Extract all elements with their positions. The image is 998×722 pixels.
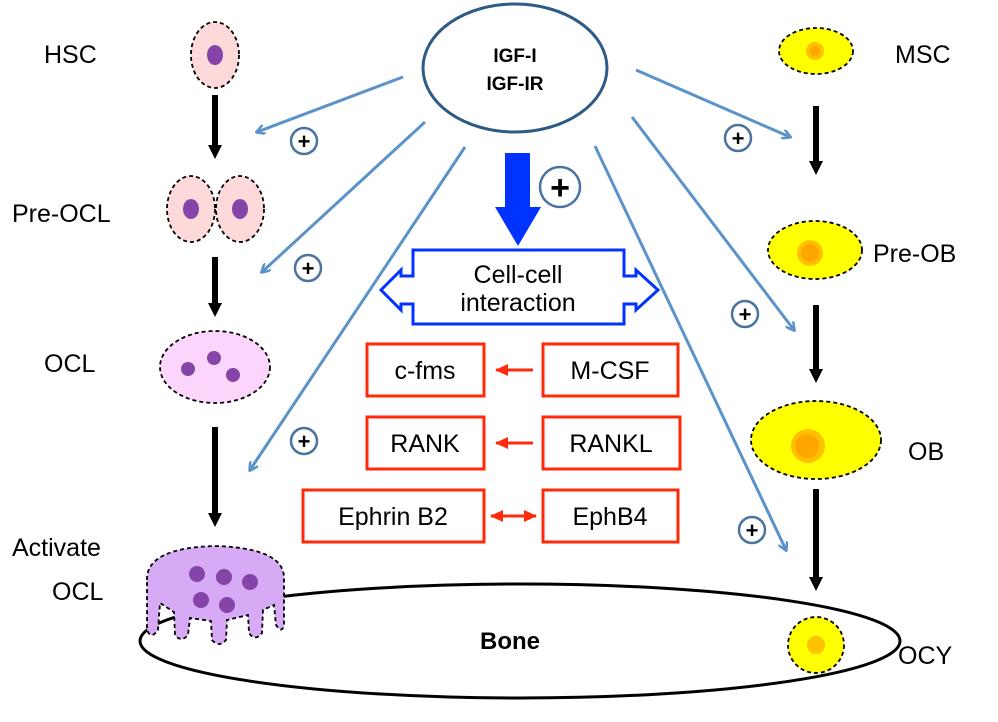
- hsc-label: HSC: [44, 41, 97, 69]
- msc-cell: [778, 27, 854, 75]
- igf-ir-label: IGF-IR: [487, 74, 544, 95]
- activated-ocl-cell: [146, 545, 285, 645]
- ocy-cell: [787, 616, 845, 674]
- receptor-cfms-label: c-fms: [394, 357, 455, 385]
- effect-arrow-to-msc-step: [635, 68, 790, 137]
- receptor-rank-label: RANK: [390, 430, 460, 458]
- bone-shape: [138, 582, 902, 700]
- receptor-box-cfms: [365, 342, 486, 398]
- effect-arrow-to-hsc-step: [257, 75, 404, 132]
- svg-text:+: +: [550, 169, 570, 207]
- plus-badge: +: [723, 123, 753, 153]
- igf-node: [421, 2, 609, 134]
- effect-arrow-to-preob-step: [630, 116, 794, 330]
- svg-text:+: +: [298, 129, 311, 154]
- plus-badge: +: [737, 515, 767, 545]
- ligand-box-mcsf: [541, 342, 680, 398]
- ocl-label: OCL: [44, 350, 96, 378]
- plus-badge: +: [293, 253, 323, 283]
- ocy-label: OCY: [898, 642, 953, 670]
- svg-text:+: +: [302, 256, 315, 281]
- preob-label: Pre-OB: [873, 240, 956, 268]
- activated-ocl-label-line2: OCL: [52, 578, 104, 606]
- receptor-box-rank: [365, 415, 486, 471]
- igf-to-interaction-arrow: [495, 153, 541, 246]
- svg-text:+: +: [298, 429, 311, 454]
- msc-label: MSC: [895, 41, 951, 69]
- ligand-rankl-label: RANKL: [569, 430, 652, 458]
- preob-cell: [767, 220, 863, 280]
- plus-badge: +: [289, 426, 319, 456]
- plus-badge-large: +: [538, 165, 582, 209]
- ligand-mcsf-label: M-CSF: [570, 357, 649, 385]
- preocl-cells: [166, 175, 265, 243]
- ob-label: OB: [908, 438, 944, 466]
- effect-arrow-to-preocl-step: [262, 120, 427, 272]
- hsc-cell: [190, 21, 240, 89]
- ligand-ephb4-label: EphB4: [572, 503, 647, 531]
- cell-cell-interaction-box: [378, 248, 661, 326]
- activated-ocl-label-line1: Activate: [12, 534, 101, 562]
- svg-text:+: +: [732, 126, 745, 151]
- preocl-label: Pre-OCL: [12, 200, 111, 228]
- bone-label: Bone: [480, 628, 540, 655]
- svg-text:+: +: [746, 518, 759, 543]
- interaction-line2: interaction: [460, 289, 575, 317]
- plus-badge: +: [289, 126, 319, 156]
- svg-text:+: +: [739, 302, 752, 327]
- effect-arrow-to-ob-step: [593, 145, 786, 550]
- interaction-line1: Cell-cell: [474, 261, 563, 289]
- ligand-box-rankl: [541, 415, 682, 471]
- igf-i-label: IGF-I: [493, 46, 536, 67]
- effect-arrow-to-ocl-step: [250, 146, 467, 470]
- ocl-cell: [159, 330, 271, 404]
- receptor-box-ephrinb2: [301, 488, 486, 544]
- receptor-ephrinb2-label: Ephrin B2: [338, 503, 448, 531]
- plus-badge: +: [730, 299, 760, 329]
- ob-cell: [750, 400, 882, 480]
- ligand-box-ephb4: [541, 488, 680, 544]
